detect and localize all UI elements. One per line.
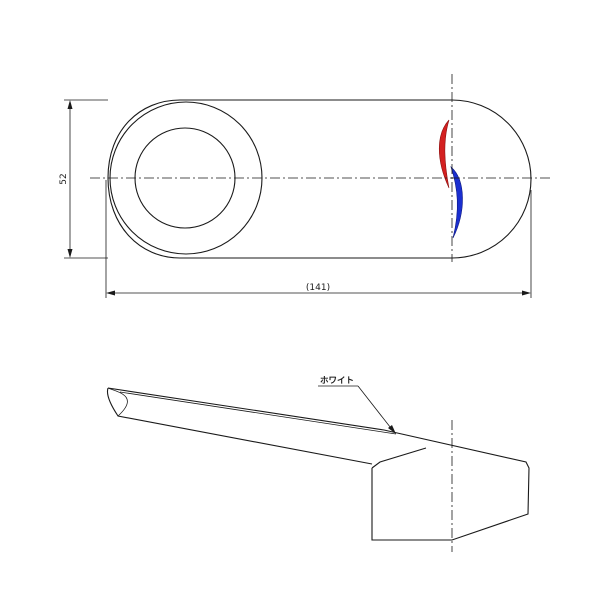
lever-arm-outline bbox=[106, 387, 373, 465]
length-dimension-label: (141) bbox=[306, 283, 330, 293]
height-dimension: 52 bbox=[59, 99, 108, 259]
color-note-label: ホワイト bbox=[320, 376, 354, 386]
height-dimension-label: 52 bbox=[59, 173, 69, 184]
side-view bbox=[106, 387, 530, 552]
color-note: ホワイト bbox=[318, 376, 396, 434]
hot-indicator bbox=[439, 119, 450, 189]
length-dimension: (141) bbox=[105, 180, 532, 298]
top-view bbox=[90, 74, 552, 262]
cold-indicator bbox=[450, 166, 463, 239]
handle-outline-top-view bbox=[107, 99, 532, 259]
